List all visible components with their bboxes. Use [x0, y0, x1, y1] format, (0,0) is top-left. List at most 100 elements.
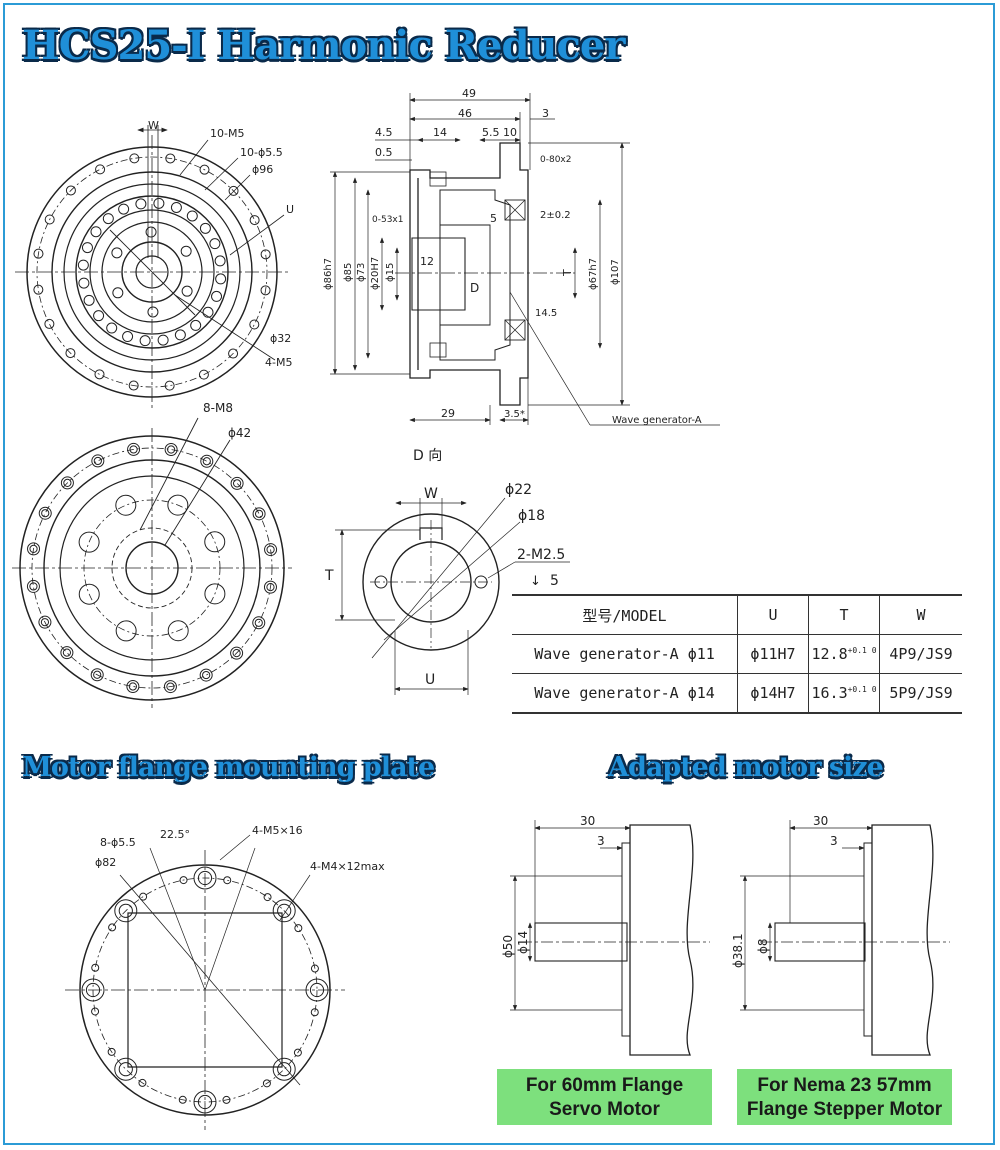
d-view	[362, 513, 500, 651]
section-dim-d85: ϕ85	[343, 263, 354, 282]
hole-mark	[26, 579, 40, 593]
hole-mark	[60, 476, 74, 490]
hole-mark	[164, 443, 178, 457]
hole-mark	[202, 306, 214, 318]
section-dim-d20: ϕ20H7	[370, 257, 381, 290]
table-cell-model: Wave generator-A ϕ11	[512, 634, 738, 674]
hole-mark-inner	[254, 618, 263, 627]
hole-mark-inner	[277, 1062, 292, 1077]
table-cell-u: ϕ14H7	[737, 673, 809, 714]
hole-mark-inner	[41, 509, 50, 518]
section-dim-35: 3.5*	[504, 409, 525, 420]
section-dim-d107: ϕ107	[610, 259, 621, 285]
hole-mark	[108, 923, 117, 932]
d-label-t: T	[324, 568, 334, 584]
section-dim-d15: ϕ15	[385, 263, 396, 282]
hole-mark	[27, 542, 41, 556]
hole-mark	[60, 646, 74, 660]
hole-mark	[252, 616, 266, 630]
hole-mark-inner	[93, 456, 102, 466]
hole-mark	[165, 153, 176, 164]
hole-mark	[178, 1095, 187, 1104]
wave-generator-table: 型号/MODEL U T W Wave generator-A ϕ11 ϕ11H…	[512, 594, 962, 714]
section-dim-55: 5.5	[482, 126, 500, 139]
hole-mark	[230, 476, 244, 490]
hole-mark	[174, 329, 186, 341]
caption-stepper-motor: For Nema 23 57mm Flange Stepper Motor	[737, 1069, 952, 1125]
hole-mark-inner	[233, 479, 242, 488]
motor-stepper	[760, 824, 950, 1056]
hole-mark	[91, 454, 105, 468]
hole-mark	[114, 1057, 138, 1081]
main-title: HCS25-I Harmonic Reducer	[22, 22, 625, 69]
hole-mark	[193, 866, 217, 890]
hole-mark	[91, 1007, 100, 1016]
hole-mark	[264, 543, 278, 557]
section-dim-05: 0.5	[375, 146, 393, 159]
hole-mark	[147, 306, 159, 318]
hole-mark-inner	[166, 682, 175, 691]
section-dim-45: 4.5	[375, 126, 393, 139]
motor2-step: 3	[830, 834, 838, 848]
hole-mark	[78, 277, 90, 289]
hole-mark	[204, 531, 226, 553]
section-dim-46: 46	[458, 107, 472, 120]
hole-mark	[44, 318, 55, 329]
table-cell-w: 5P9/JS9	[879, 673, 962, 714]
table-cell-t: 12.8+0.1 0	[808, 634, 880, 674]
motor1-step: 3	[597, 834, 605, 848]
hole-mark	[163, 680, 177, 694]
front-label-u: U	[286, 203, 294, 216]
section-dim-3: 3	[542, 107, 549, 120]
flange-label-4m5: 4-M5×16	[252, 824, 303, 837]
hole-mark	[93, 310, 105, 322]
section-dim-49: 49	[462, 87, 476, 100]
hole-mark	[263, 893, 272, 902]
hole-mark	[145, 226, 157, 238]
section-callout: Wave generator-A	[612, 415, 702, 426]
caption-line-2: Flange Stepper Motor	[746, 1099, 943, 1120]
hole-mark	[215, 273, 227, 285]
d-label-d22: ϕ22	[505, 482, 532, 498]
hole-mark-inner	[63, 478, 72, 487]
hole-mark-inner	[254, 509, 264, 518]
motor2-shaft-dia: ϕ8	[756, 938, 770, 954]
hole-mark-inner	[62, 648, 71, 657]
hole-mark-inner	[129, 445, 138, 454]
depth-symbol-icon: ↓	[530, 574, 541, 589]
hole-mark	[199, 668, 213, 682]
d-view-title: D 向	[413, 448, 442, 464]
back-view-holes	[26, 442, 278, 694]
hole-mark	[78, 583, 100, 605]
hole-mark	[153, 197, 165, 209]
hole-mark	[129, 153, 140, 164]
hole-mark	[209, 238, 221, 250]
hole-mark-inner	[197, 1094, 213, 1110]
section-label-2pm: 2±0.2	[540, 210, 571, 221]
table-cell-w: 4P9/JS9	[879, 634, 962, 674]
hole-mark	[252, 507, 266, 521]
hole-mark-inner	[167, 445, 176, 454]
hole-mark	[135, 198, 147, 210]
section-label-145: 14.5	[535, 308, 557, 319]
hole-mark	[181, 285, 193, 297]
hole-mark	[138, 1078, 147, 1087]
hole-mark	[90, 226, 102, 238]
hole-mark	[81, 978, 105, 1002]
hole-mark	[118, 203, 130, 215]
hole-mark	[114, 899, 138, 923]
section-dim-d67: ϕ67h7	[588, 258, 599, 290]
hole-mark-inner	[266, 583, 275, 592]
front-label-d96: ϕ96	[252, 163, 273, 176]
hole-mark-inner	[266, 545, 275, 554]
front-view-holes	[33, 153, 271, 391]
hole-mark	[179, 876, 188, 885]
hole-mark	[310, 964, 319, 973]
hole-mark	[111, 247, 123, 259]
hole-mark	[90, 668, 104, 682]
hole-mark	[222, 1095, 231, 1104]
front-label-d32: ϕ32	[270, 332, 291, 345]
hole-mark	[200, 454, 214, 468]
page-border	[3, 3, 995, 1145]
